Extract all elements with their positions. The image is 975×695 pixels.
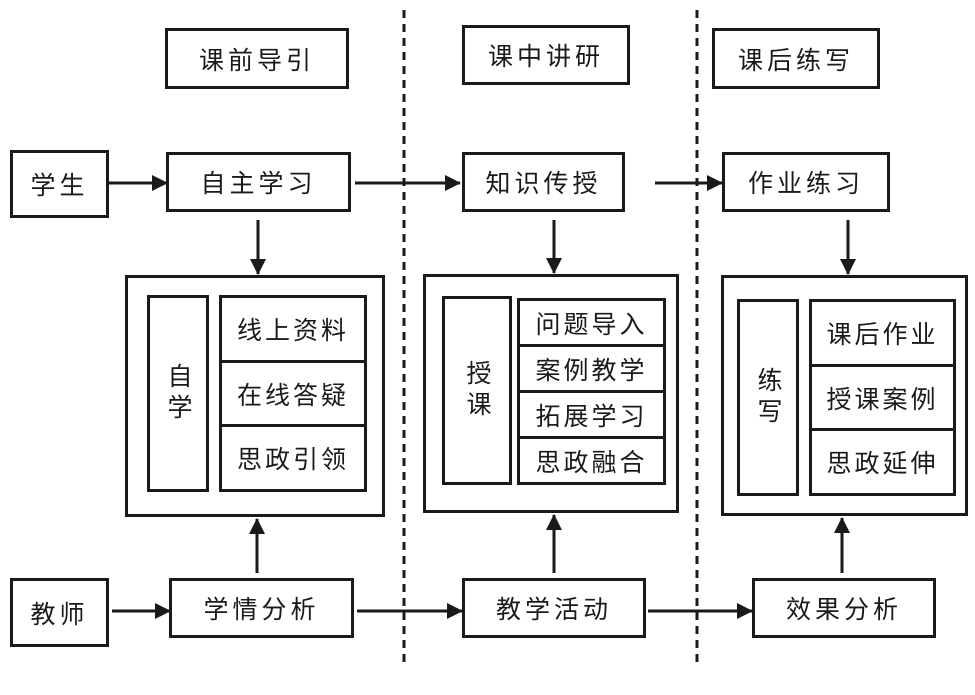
node-learning-analysis: 学情分析 [169, 578, 354, 638]
item-case-teaching: 案例教学 [520, 347, 663, 393]
node-homework-practice: 作业练习 [722, 152, 890, 212]
group-label-self-study: 自学 [147, 295, 209, 492]
group-label-teaching: 授课 [442, 296, 512, 485]
item-online-qa: 在线答疑 [222, 363, 364, 428]
item-problem-intro: 问题导入 [520, 301, 663, 347]
phase-title-in-class: 课中讲研 [462, 25, 630, 85]
node-knowledge-transfer: 知识传授 [462, 152, 625, 212]
phase-title-pre-class: 课前导引 [165, 28, 349, 89]
actor-teacher: 教师 [10, 578, 109, 647]
items-practice: 课后作业 授课案例 思政延伸 [809, 299, 956, 496]
node-effect-analysis: 效果分析 [752, 578, 936, 638]
item-extended-learning: 拓展学习 [520, 393, 663, 439]
node-teaching-activity: 教学活动 [462, 578, 646, 638]
item-ideology-integration: 思政融合 [535, 447, 648, 477]
item-after-class-homework: 课后作业 [812, 302, 953, 367]
item-online-materials: 线上资料 [222, 298, 364, 363]
phase-title-post-class: 课后练写 [712, 28, 880, 89]
item-teaching-cases: 授课案例 [812, 367, 953, 432]
item-ideology-extension: 思政延伸 [826, 449, 939, 479]
node-self-study: 自主学习 [166, 152, 351, 212]
item-ideology-guidance: 思政引领 [236, 445, 349, 475]
items-self-study: 线上资料 在线答疑 思政引领 [219, 295, 367, 492]
items-teaching: 问题导入 案例教学 拓展学习 思政融合 [517, 298, 666, 485]
actor-student: 学生 [10, 150, 109, 218]
group-label-practice: 练写 [737, 299, 799, 496]
